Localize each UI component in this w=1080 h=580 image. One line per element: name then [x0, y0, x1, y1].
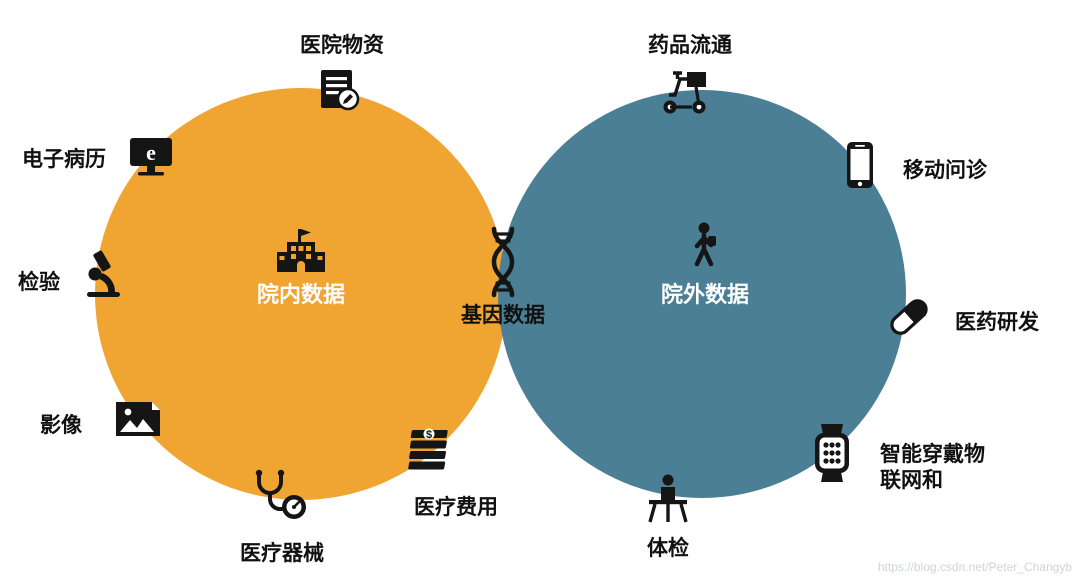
in-hospital-data-label: 院内数据: [256, 282, 346, 307]
gene-data-label: 基因数据: [461, 304, 545, 327]
hospital-supplies-label: 医院物资: [300, 34, 384, 57]
smart-wearable-iot-label: 智能穿戴物 联网和: [880, 443, 985, 493]
stethoscope-icon: [249, 468, 307, 520]
watermark-url: https://blog.csdn.net/Peter_Changyb: [877, 560, 1072, 574]
physical-exam-label: 体检: [647, 537, 689, 560]
hospital-building-icon: [273, 228, 329, 272]
lab-test-label: 检验: [18, 271, 60, 294]
medical-devices-label: 医疗器械: [240, 542, 324, 565]
medical-expenses-label: 医疗费用: [414, 496, 498, 519]
pharma-rnd-label: 医药研发: [955, 311, 1039, 334]
walking-person-icon: [687, 222, 723, 272]
delivery-scooter-icon: [659, 68, 713, 116]
out-of-hospital-data-label: 院外数据: [660, 282, 750, 307]
capsule-icon: [886, 294, 932, 340]
imaging-label: 影像: [40, 414, 82, 437]
microscope-icon: [82, 250, 128, 298]
document-pen-icon: [314, 68, 362, 114]
electronic-medical-record-label: 电子病历: [22, 148, 106, 171]
image-icon: [112, 398, 164, 440]
smartphone-icon: [845, 140, 875, 190]
smartwatch-icon: [810, 424, 854, 482]
svg-text:$: $: [426, 429, 432, 441]
e-health-record-icon: e: [126, 136, 176, 180]
mobile-consultation-label: 移动问诊: [903, 159, 987, 182]
svg-text:e: e: [146, 140, 156, 165]
exam-chair-icon: [644, 474, 692, 526]
drug-distribution-label: 药品流通: [648, 34, 732, 57]
money-stack-icon: $: [401, 424, 459, 474]
dna-icon: [485, 226, 521, 298]
